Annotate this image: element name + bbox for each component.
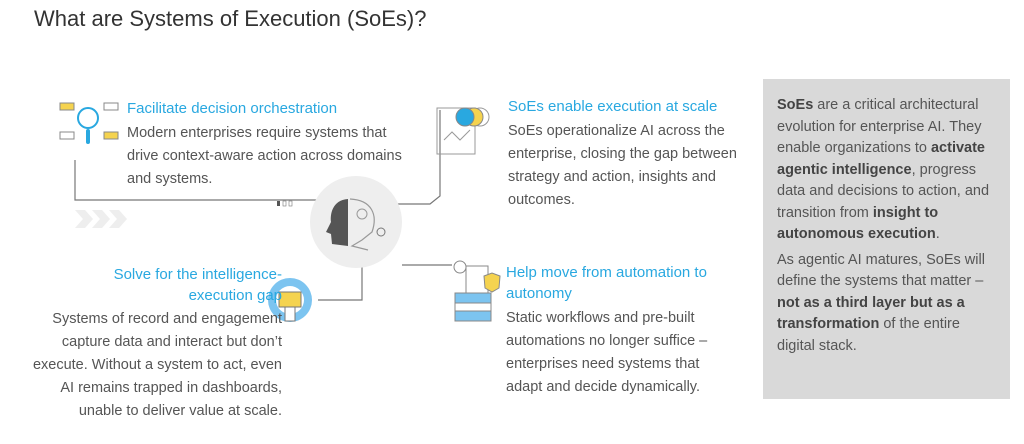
magnifier-network-icon	[59, 102, 119, 144]
card-heading: SoEs enable execution at scale	[508, 98, 718, 115]
ai-head-icon	[310, 176, 402, 268]
page-title: What are Systems of Execution (SoEs)?	[34, 6, 427, 31]
text-run: are a critical architectural evolution f…	[777, 97, 982, 156]
coins-chart-icon	[436, 107, 490, 155]
emphasis-text: SoEs	[777, 97, 814, 113]
card-heading: Help move from automation to autonomy	[506, 264, 707, 302]
card-body: Static workflows and pre-built automatio…	[506, 310, 708, 395]
card-body: Systems of record and engagement capture…	[32, 311, 282, 419]
summary-paragraph-1: SoEs are a critical architectural evolut…	[777, 95, 996, 246]
gear-briefcase-icon	[268, 278, 312, 322]
emphasis-text: activate agentic intelligence	[777, 140, 985, 178]
card-heading: Solve for the intelligence-execution gap	[113, 266, 282, 304]
text-run: of the entire digital stack.	[777, 316, 960, 354]
text-run: , progress data and decisions to action,…	[777, 161, 990, 221]
server-shield-icon	[453, 260, 501, 322]
card-execution-at-scale: SoEs enable execution at scale SoEs oper…	[508, 96, 758, 212]
card-intelligence-gap: Solve for the intelligence-execution gap…	[30, 264, 282, 423]
card-body: SoEs operationalize AI across the enterp…	[508, 123, 737, 208]
emphasis-text: insight to autonomous execution	[777, 204, 939, 243]
text-run: .	[935, 226, 940, 242]
summary-panel: SoEs are a critical architectural evolut…	[763, 79, 1010, 399]
card-heading: Facilitate decision orchestration	[127, 100, 338, 117]
card-decision-orchestration: Facilitate decision orchestration Modern…	[127, 98, 417, 191]
chevron-arrows-icon	[75, 210, 127, 228]
summary-paragraph-2: As agentic AI matures, SoEs will define …	[777, 250, 996, 358]
emphasis-text: not as a third layer but as a transforma…	[777, 294, 965, 333]
text-run: As agentic AI matures, SoEs will define …	[777, 251, 985, 290]
card-body: Modern enterprises require systems that …	[127, 125, 402, 187]
card-automation-autonomy: Help move from automation to autonomy St…	[506, 262, 726, 399]
